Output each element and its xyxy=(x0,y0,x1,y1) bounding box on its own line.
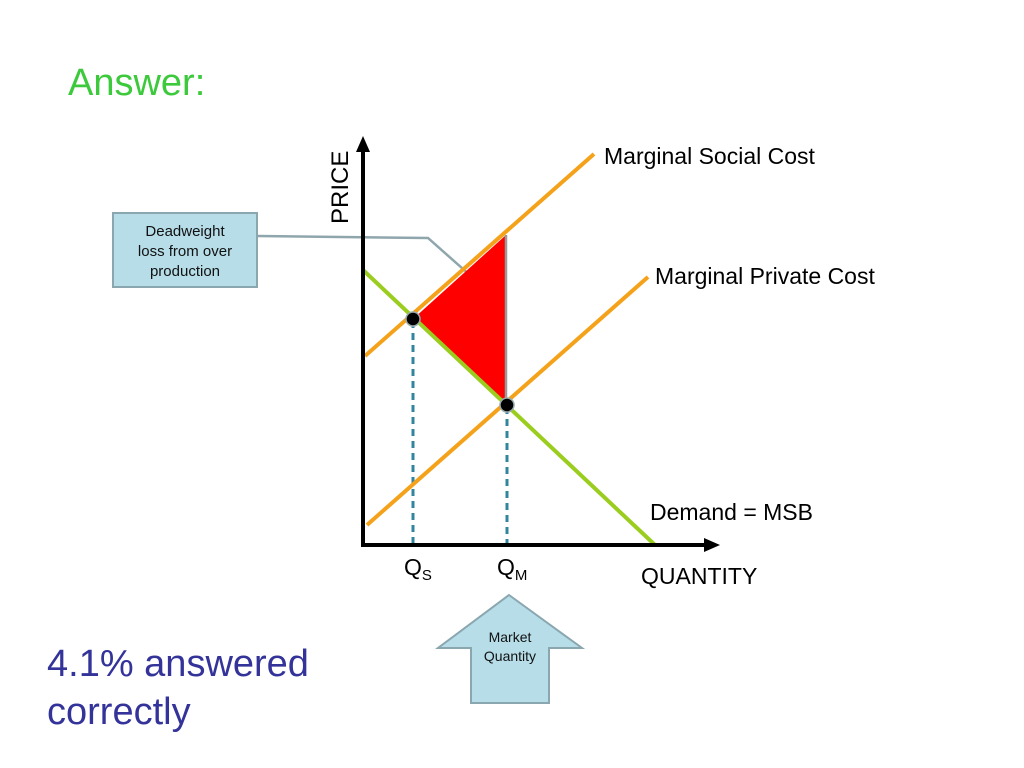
qm-label: QM xyxy=(497,554,527,584)
qs-label-sub: S xyxy=(422,567,432,584)
y-axis-label: PRICE xyxy=(327,151,354,224)
callout-line-2: loss from over xyxy=(137,243,233,260)
slide-title: Answer: xyxy=(68,62,206,104)
answer-statistic-line-2: correctly xyxy=(47,691,191,733)
answer-statistic: 4.1% answered correctly xyxy=(47,640,367,736)
market-quantity-line-1: Market xyxy=(488,629,532,645)
deadweight-loss-area xyxy=(413,235,506,405)
x-axis-arrowhead xyxy=(704,538,720,552)
callout-line-1: Deadweight xyxy=(145,223,225,240)
demand-label: Demand = MSB xyxy=(650,499,813,525)
qm-label-main: Q xyxy=(497,554,515,580)
qs-label-main: Q xyxy=(404,554,422,580)
market-equilibrium-point xyxy=(499,397,515,413)
qs-label: QS xyxy=(404,554,432,584)
y-axis-arrowhead xyxy=(356,136,370,152)
x-axis-label: QUANTITY xyxy=(641,563,757,589)
msc-label: Marginal Social Cost xyxy=(604,143,816,169)
deadweight-loss-callout: Deadweight loss from over production xyxy=(112,212,258,288)
answer-statistic-line-1: 4.1% answered xyxy=(47,643,309,685)
market-quantity-label: Market Quantity xyxy=(480,628,540,666)
marginal-social-cost-curve xyxy=(363,152,596,358)
qm-label-sub: M xyxy=(515,567,528,584)
mpc-label: Marginal Private Cost xyxy=(655,263,875,289)
callout-line-3: production xyxy=(149,263,221,280)
market-quantity-line-2: Quantity xyxy=(483,648,537,664)
market-quantity-arrow xyxy=(434,593,586,704)
social-optimum-point xyxy=(405,311,421,327)
